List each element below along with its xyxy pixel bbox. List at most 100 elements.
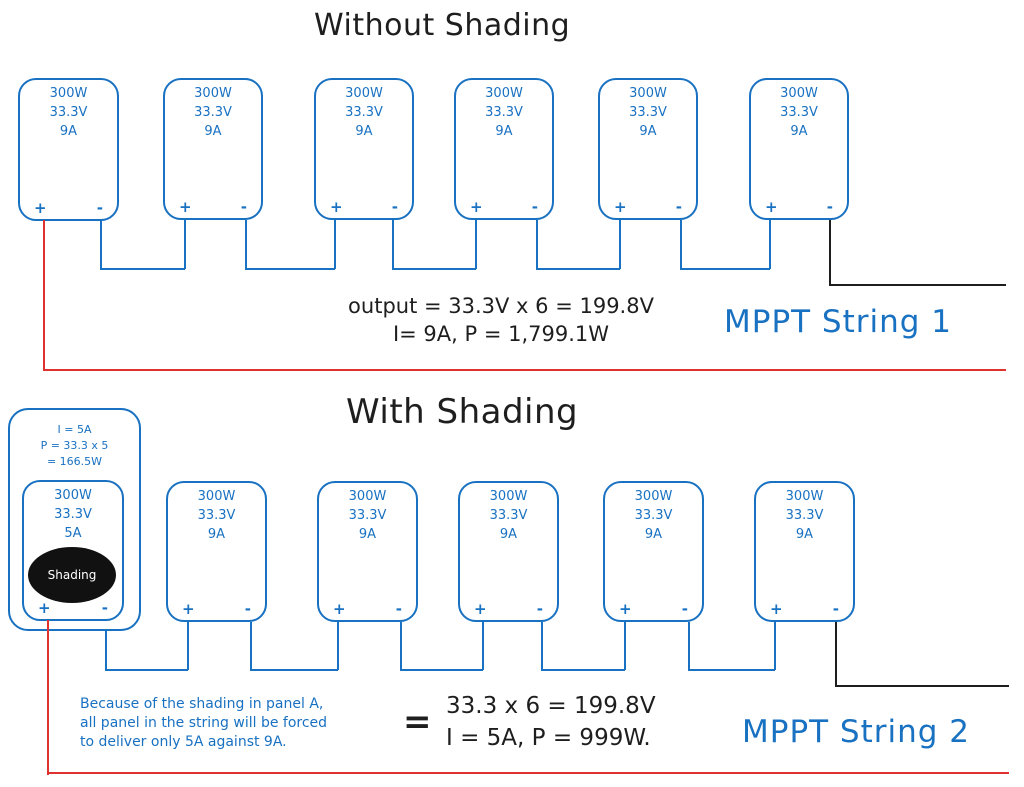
series-wire — [187, 622, 189, 670]
panel-power: 300W — [194, 86, 232, 101]
series-wire — [337, 622, 339, 670]
series-wire — [680, 268, 770, 270]
title-with-shading: With Shading — [346, 392, 579, 432]
negative-terminal: - — [531, 198, 538, 216]
panel-power: 300W — [197, 489, 236, 504]
mppt-string-1-label: MPPT String 1 — [724, 304, 953, 340]
negative-terminal: - — [675, 198, 682, 216]
panel-voltage: 33.3V — [197, 508, 236, 523]
positive-terminal: + — [38, 599, 51, 617]
panel-power: 300W — [629, 86, 667, 101]
positive-lead-wire — [47, 620, 49, 775]
series-wire — [392, 268, 476, 270]
negative-terminal: - — [244, 600, 251, 618]
series-wire — [680, 220, 682, 269]
negative-terminal: - — [536, 600, 543, 618]
panel-power: 300W — [489, 489, 528, 504]
explanation-line-3: to deliver only 5A against 9A. — [80, 734, 287, 750]
positive-terminal: + — [470, 198, 483, 216]
negative-terminal: - — [832, 600, 839, 618]
panel-voltage: 33.3V — [629, 105, 667, 120]
panel-power: 300W — [780, 86, 818, 101]
panel-current: 9A — [790, 124, 808, 139]
string1-voltage-calc: output = 33.3V x 6 = 199.8V — [348, 294, 654, 318]
positive-bus-wire — [47, 772, 1009, 774]
panel-current: 9A — [795, 527, 814, 542]
panel-voltage: 33.3V — [54, 507, 92, 522]
negative-bus-wire — [835, 685, 1009, 687]
series-wire — [475, 220, 477, 269]
panel-current: 9A — [358, 527, 377, 542]
panel-voltage: 33.3V — [785, 508, 824, 523]
positive-terminal: + — [179, 198, 192, 216]
panel-bottom-3: 300W 33.3V 9A + - — [317, 481, 418, 622]
panel-bottom-4: 300W 33.3V 9A + - — [458, 481, 559, 622]
panel-voltage: 33.3V — [780, 105, 818, 120]
positive-terminal: + — [765, 198, 778, 216]
panel-voltage: 33.3V — [194, 105, 232, 120]
series-wire — [250, 669, 338, 671]
shading-blob: Shading — [28, 547, 116, 603]
panel-power: 300W — [345, 86, 383, 101]
panel-specs: 300W 33.3V 9A — [165, 84, 261, 141]
panel-current: 5A — [64, 526, 82, 541]
panel-top-3: 300W 33.3V 9A + - — [314, 78, 414, 220]
panel-current: 9A — [355, 124, 373, 139]
positive-terminal: + — [614, 198, 627, 216]
shaded-power-result: = 166.5W — [46, 455, 103, 468]
series-wire — [774, 622, 776, 670]
mppt-string-2-label: MPPT String 2 — [742, 714, 971, 750]
panel-voltage: 33.3V — [345, 105, 383, 120]
panel-top-5: 300W 33.3V 9A + - — [598, 78, 698, 220]
positive-terminal: + — [619, 600, 632, 618]
positive-terminal: + — [474, 600, 487, 618]
string2-calculation: 33.3 x 6 = 199.8V I = 5A, P = 999W. — [446, 690, 656, 754]
panel-specs: 300W 33.3V 9A — [20, 84, 117, 141]
explanation-line-1: Because of the shading in panel A, — [80, 696, 324, 712]
series-wire — [688, 669, 775, 671]
panel-specs: 300W 33.3V 9A — [600, 84, 696, 141]
series-wire — [100, 268, 185, 270]
equals-sign: = — [403, 702, 432, 742]
series-wire — [541, 669, 625, 671]
series-wire — [619, 220, 621, 269]
negative-lead-wire — [835, 622, 837, 686]
panel-bottom-5: 300W 33.3V 9A + - — [603, 481, 704, 622]
series-wire — [250, 622, 252, 670]
panel-current: 9A — [639, 124, 657, 139]
shaded-panel-note: I = 5A P = 33.3 x 5 = 166.5W — [10, 422, 139, 470]
positive-terminal: + — [770, 600, 783, 618]
string2-power-calc: I = 5A, P = 999W. — [446, 725, 651, 751]
series-wire — [184, 220, 186, 269]
panel-power: 300W — [785, 489, 824, 504]
panel-power: 300W — [634, 489, 673, 504]
title-without-shading: Without Shading — [314, 8, 571, 43]
panel-power: 300W — [485, 86, 523, 101]
negative-terminal: - — [96, 199, 103, 217]
series-wire — [105, 669, 188, 671]
positive-terminal: + — [330, 198, 343, 216]
negative-terminal: - — [240, 198, 247, 216]
series-wire — [100, 220, 102, 269]
panel-top-6: 300W 33.3V 9A + - — [749, 78, 849, 220]
panel-current: 9A — [59, 124, 78, 139]
series-wire — [536, 220, 538, 269]
panel-specs: 300W 33.3V 9A — [168, 487, 265, 544]
shaded-panel-callout: I = 5A P = 33.3 x 5 = 166.5W — [8, 408, 141, 631]
panel-specs: 300W 33.3V 5A — [24, 486, 122, 543]
series-wire — [400, 669, 483, 671]
positive-lead-wire — [43, 220, 45, 371]
negative-bus-wire — [829, 284, 1006, 286]
panel-power: 300W — [49, 86, 88, 101]
negative-terminal: - — [101, 599, 108, 617]
string2-voltage-calc: 33.3 x 6 = 199.8V — [446, 693, 656, 719]
series-wire — [400, 622, 402, 670]
panel-current: 9A — [499, 527, 518, 542]
positive-bus-wire — [43, 369, 1006, 371]
shading-explanation: Because of the shading in panel A, all p… — [80, 695, 327, 752]
panel-voltage: 33.3V — [485, 105, 523, 120]
panel-specs: 300W 33.3V 9A — [751, 84, 847, 141]
panel-specs: 300W 33.3V 9A — [460, 487, 557, 544]
panel-current: 9A — [204, 124, 222, 139]
panel-bottom-2: 300W 33.3V 9A + - — [166, 481, 267, 622]
